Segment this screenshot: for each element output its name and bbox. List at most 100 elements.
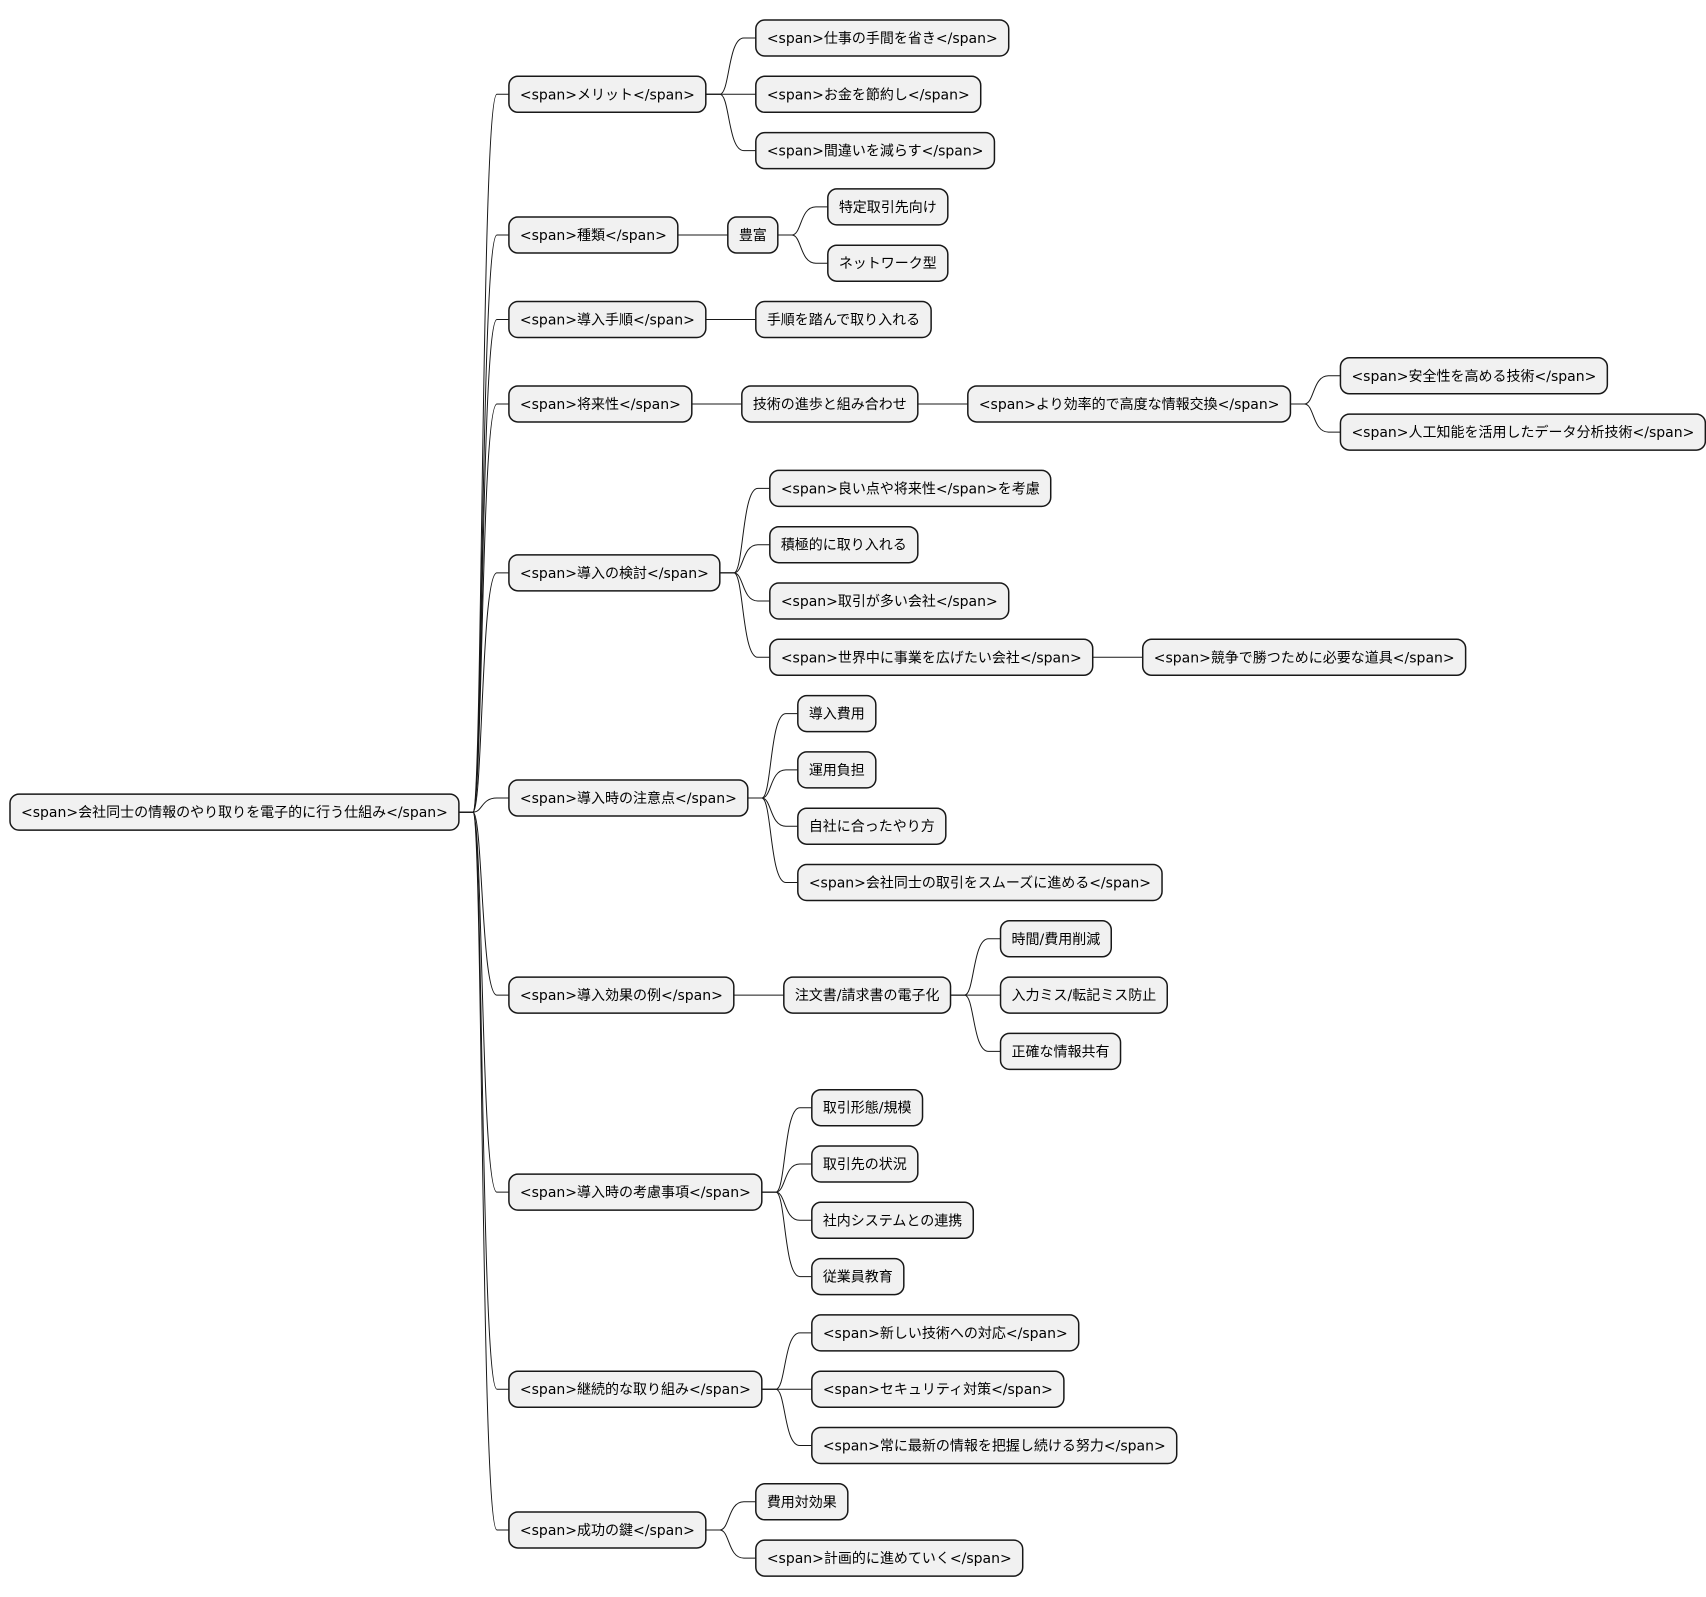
node-box xyxy=(508,75,707,114)
node-label: 特定取引先向け xyxy=(839,200,937,216)
node-label: 従業員教育 xyxy=(823,1270,893,1286)
mindmap-node-depth-2: 導入費用 xyxy=(797,694,877,733)
node-label: <span>間違いを減らす</span> xyxy=(767,143,984,160)
node-box xyxy=(769,469,1052,508)
node-label: <span>導入時の注意点</span> xyxy=(520,790,737,807)
mindmap-node-depth-1: <span>継続的な取り組み</span> xyxy=(508,1370,763,1408)
mindmap-node-depth-3: <span>競争で勝つために必要な道具</span> xyxy=(1141,638,1467,677)
node-label: 正確な情報共有 xyxy=(1012,1044,1110,1060)
node-box xyxy=(783,976,952,1014)
node-box xyxy=(967,385,1292,423)
node-label: <span>導入効果の例</span> xyxy=(520,988,723,1004)
connector-line xyxy=(761,1191,812,1278)
mindmap-node-depth-1: <span>導入時の注意点</span> xyxy=(508,779,749,817)
mindmap-node-depth-2: 運用負担 xyxy=(797,751,877,789)
mindmap-node-depth-2: 手順を踏んで取り入れる xyxy=(755,300,932,339)
mindmap-node-depth-2: <span>世界中に事業を広げたい会社</span> xyxy=(769,638,1094,677)
node-box xyxy=(999,976,1168,1014)
node-box xyxy=(797,863,1163,902)
mindmap-node-depth-3: ネットワーク型 xyxy=(827,244,949,282)
node-label: 技術の進歩と組み合わせ xyxy=(753,397,907,413)
node-label: <span>セキュリティ対策</span> xyxy=(823,1381,1053,1398)
node-box xyxy=(999,920,1112,958)
node-box xyxy=(755,131,996,170)
node-box xyxy=(797,807,947,845)
node-label: <span>導入手順</span> xyxy=(520,313,695,329)
mindmap-node-depth-1: <span>導入時の考慮事項</span> xyxy=(508,1173,763,1211)
node-label: <span>メリット</span> xyxy=(520,87,695,103)
node-box xyxy=(9,793,460,831)
node-label: <span>人工知能を活用したデータ分析技術</span> xyxy=(1351,424,1694,441)
connector-line xyxy=(747,797,798,883)
root-node: <span>会社同士の情報のやり取りを電子的に行う仕組み</span> xyxy=(9,793,460,831)
connector-line xyxy=(458,572,509,813)
connector-line xyxy=(705,1501,756,1531)
connector-line xyxy=(747,797,798,827)
node-box xyxy=(755,1483,849,1521)
connector-line xyxy=(761,1191,812,1221)
node-label: 費用対効果 xyxy=(767,1495,837,1511)
connector-line xyxy=(458,811,509,1193)
node-box xyxy=(755,1539,1024,1577)
node-label: <span>計画的に進めていく</span> xyxy=(767,1551,1012,1567)
node-label: 運用負担 xyxy=(809,763,865,779)
node-label: 導入費用 xyxy=(809,707,865,723)
node-label: <span>取引が多い会社</span> xyxy=(781,593,998,610)
mindmap-node-depth-2: <span>間違いを減らす</span> xyxy=(755,131,996,170)
node-box xyxy=(508,216,679,254)
mindmap-node-depth-2: 注文書/請求書の電子化 xyxy=(783,976,952,1014)
node-box xyxy=(1339,413,1706,451)
mindmap-node-depth-2: 自社に合ったやり方 xyxy=(797,807,947,845)
node-label: 自社に合ったやり方 xyxy=(809,819,935,835)
connector-line xyxy=(458,811,509,1531)
node-box xyxy=(508,1173,763,1211)
mindmap-node-depth-2: <span>良い点や将来性</span>を考慮 xyxy=(769,469,1052,508)
mindmap-node-depth-4: <span>人工知能を活用したデータ分析技術</span> xyxy=(1339,413,1706,451)
node-label: <span>会社同士の取引をスムーズに進める</span> xyxy=(809,876,1151,892)
node-label: <span>継続的な取り組み</span> xyxy=(520,1381,751,1398)
node-box xyxy=(727,216,779,254)
node-box xyxy=(811,1145,919,1183)
mindmap-node-depth-3: 入力ミス/転記ミス防止 xyxy=(999,976,1168,1014)
mindmap-node-depth-2: <span>計画的に進めていく</span> xyxy=(755,1539,1024,1577)
connector-line xyxy=(705,1529,756,1559)
node-label: <span>常に最新の情報を把握し続ける努力</span> xyxy=(823,1438,1166,1455)
connector-line xyxy=(719,572,770,602)
mindmap-node-depth-2: <span>会社同士の取引をスムーズに進める</span> xyxy=(797,863,1163,902)
node-box xyxy=(827,188,949,226)
node-label: <span>競争で勝つために必要な道具</span> xyxy=(1154,650,1455,666)
node-label: 積極的に取り入れる xyxy=(781,538,907,554)
node-label: <span>安全性を高める技術</span> xyxy=(1351,368,1596,385)
connector-line xyxy=(458,811,509,1390)
connector-line xyxy=(747,713,798,799)
node-label: 手順を踏んで取り入れる xyxy=(767,313,920,329)
node-box xyxy=(827,244,949,282)
mindmap-node-depth-2: <span>取引が多い会社</span> xyxy=(769,582,1010,620)
node-label: 社内システムとの連携 xyxy=(823,1213,962,1229)
node-label: <span>仕事の手間を省き</span> xyxy=(767,31,998,47)
connector-line xyxy=(761,1332,812,1390)
node-box xyxy=(797,694,877,733)
mindmap-node-depth-1: <span>導入の検討</span> xyxy=(508,554,721,592)
node-label: <span>会社同士の情報のやり取りを電子的に行う仕組み</span> xyxy=(21,805,448,821)
mindmap-node-depth-2: 取引先の状況 xyxy=(811,1145,919,1183)
node-box xyxy=(811,1201,975,1240)
connector-line xyxy=(1290,403,1341,433)
mindmap-node-depth-2: 豊富 xyxy=(727,216,779,254)
connector-line xyxy=(761,1163,812,1193)
node-box xyxy=(755,75,982,114)
node-box xyxy=(508,385,693,423)
node-box xyxy=(811,1426,1178,1465)
node-box xyxy=(755,19,1010,57)
mindmap-node-depth-2: <span>仕事の手間を省き</span> xyxy=(755,19,1010,57)
connector-line xyxy=(458,811,509,996)
node-box xyxy=(1339,357,1609,395)
node-box xyxy=(508,1370,763,1408)
mindmap-node-depth-1: <span>メリット</span> xyxy=(508,75,707,114)
connector-line xyxy=(719,572,770,658)
node-label: <span>将来性</span> xyxy=(520,397,681,413)
node-box xyxy=(1141,638,1467,677)
node-label: <span>より効率的で高度な情報交換</span> xyxy=(979,396,1280,413)
connector-line xyxy=(705,37,756,95)
